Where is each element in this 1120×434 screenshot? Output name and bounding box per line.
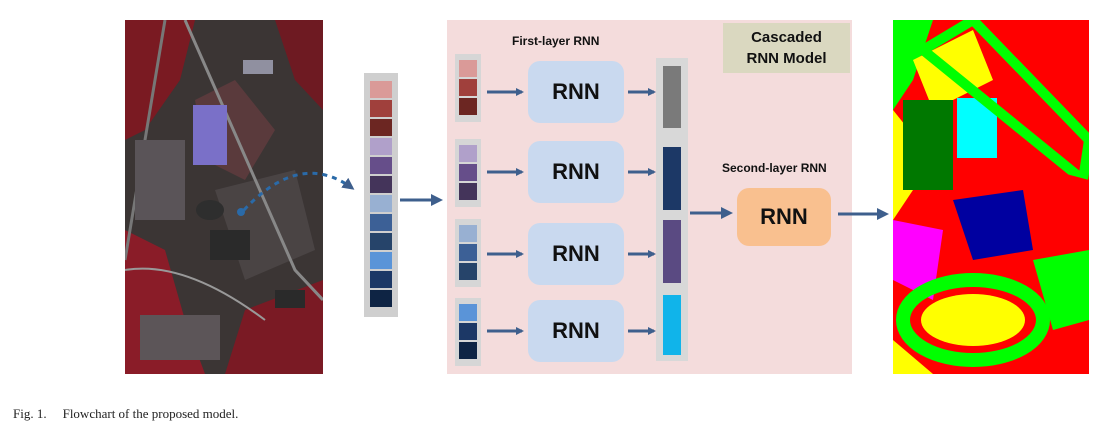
band-group-cell bbox=[459, 98, 477, 115]
band-group-cell bbox=[459, 304, 477, 321]
caption-text: Flowchart of the proposed model. bbox=[62, 406, 239, 421]
first-layer-output-feature bbox=[663, 220, 681, 283]
band-cell bbox=[370, 81, 392, 98]
band-group-segment bbox=[455, 139, 481, 207]
pixel-to-vector-arrow bbox=[242, 171, 355, 212]
first-layer-rnn-box: RNN bbox=[528, 141, 624, 203]
second-layer-label: Second-layer RNN bbox=[722, 161, 827, 175]
classification-map-drawing bbox=[893, 20, 1089, 374]
band-cell bbox=[370, 138, 392, 155]
band-group-cell bbox=[459, 79, 477, 96]
input-image bbox=[125, 20, 323, 374]
band-group-segment bbox=[455, 54, 481, 122]
band-cell bbox=[370, 100, 392, 117]
band-group-cell bbox=[459, 183, 477, 200]
band-group-cell bbox=[459, 60, 477, 77]
band-cell bbox=[370, 271, 392, 288]
first-layer-rnn-box: RNN bbox=[528, 61, 624, 123]
second-layer-rnn-box: RNN bbox=[737, 188, 831, 246]
input-image-drawing bbox=[125, 20, 323, 374]
first-layer-output-feature bbox=[663, 66, 681, 128]
band-cell bbox=[370, 290, 392, 307]
band-group-cell bbox=[459, 263, 477, 280]
band-cell bbox=[370, 157, 392, 174]
first-layer-output-feature bbox=[663, 147, 681, 210]
output-classification-map bbox=[893, 20, 1089, 374]
cascaded-model-label: Cascaded RNN Model bbox=[723, 23, 850, 73]
model-label-line2: RNN Model bbox=[746, 50, 827, 67]
band-cell bbox=[370, 252, 392, 269]
band-group-cell bbox=[459, 145, 477, 162]
sample-pixel-dot bbox=[237, 208, 245, 216]
band-cell bbox=[370, 214, 392, 231]
band-group-cell bbox=[459, 323, 477, 340]
band-cell bbox=[370, 195, 392, 212]
first-layer-label: First-layer RNN bbox=[512, 34, 600, 48]
model-label-line1: Cascaded bbox=[751, 29, 822, 46]
first-layer-rnn-box: RNN bbox=[528, 300, 624, 362]
band-group-segment bbox=[455, 298, 481, 366]
band-cell bbox=[370, 176, 392, 193]
band-group-segment bbox=[455, 219, 481, 287]
band-group-cell bbox=[459, 225, 477, 242]
first-layer-output-feature bbox=[663, 295, 681, 355]
first-layer-rnn-box: RNN bbox=[528, 223, 624, 285]
band-group-cell bbox=[459, 342, 477, 359]
spectral-band-vector bbox=[364, 73, 398, 317]
band-cell bbox=[370, 119, 392, 136]
band-cell bbox=[370, 233, 392, 250]
figure-caption: Fig. 1. Flowchart of the proposed model. bbox=[13, 406, 238, 422]
band-group-cell bbox=[459, 164, 477, 181]
caption-number: Fig. 1. bbox=[13, 406, 47, 421]
band-group-cell bbox=[459, 244, 477, 261]
